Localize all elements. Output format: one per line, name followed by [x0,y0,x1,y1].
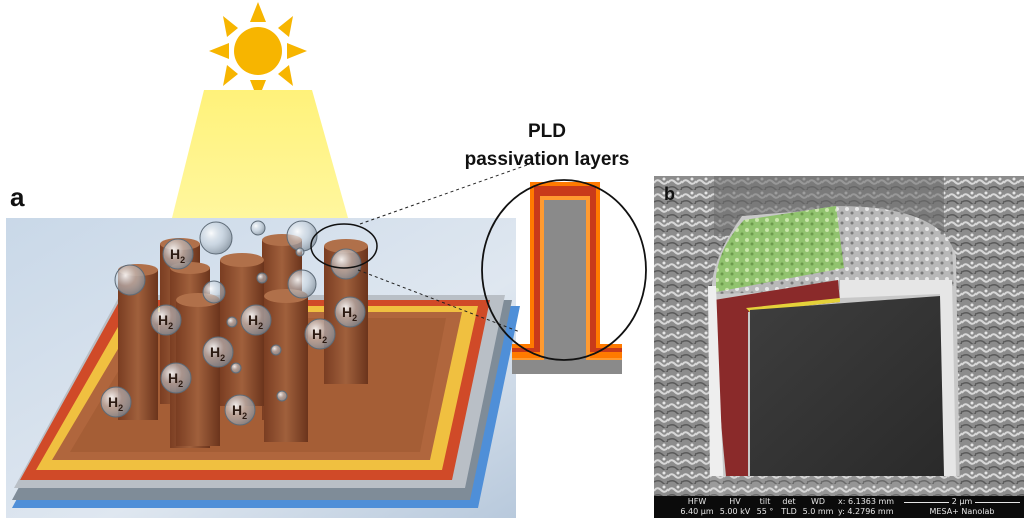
bubble [199,221,233,255]
pld-passivation-title: PLD passivation layers [452,118,642,174]
bubble [276,390,288,402]
bubble [250,220,266,236]
title-line-2: passivation layers [464,149,630,170]
bubbles [100,220,366,426]
bubble [150,304,182,336]
schematic-panel-a: H2 H2 H2 H2 H2 H2 H2 H2 H2 [6,2,647,518]
sem-image-panel-b [654,176,1024,518]
bubble [162,238,194,270]
bubble [226,316,238,328]
zoom-connector-line [359,163,531,225]
sun-icon [209,2,307,100]
bubble [202,280,226,304]
sem-red-shell [714,280,840,476]
bubble [295,247,305,257]
h2-label: H2 [248,312,263,331]
bubble [160,362,192,394]
title-line-1: PLD [528,121,566,142]
magnifier-circle [481,179,647,361]
light-beam [172,90,348,218]
h2-label: H2 [342,304,357,323]
h2-label: H2 [170,246,185,265]
h2-label: H2 [168,370,183,389]
h2-label: H2 [312,326,327,345]
panel-label-a: a [10,182,25,212]
bubble [114,264,146,296]
bubble [304,318,336,350]
h2-label: H2 [232,402,247,421]
bubble [334,296,366,328]
h2-labels: H2 H2 H2 H2 H2 H2 H2 H2 H2 [108,246,357,421]
zoom-connector-line [357,269,521,333]
bubble [240,304,272,336]
bubble [224,394,256,426]
h2-label: H2 [108,394,123,413]
panel-label-b: b [664,184,675,204]
bubble [256,272,268,284]
zoom-highlight-ellipse [310,223,378,269]
bubble [202,336,234,368]
bubble [100,386,132,418]
bubble [286,220,318,252]
passivation-cross-section [481,179,647,374]
bubble [270,344,282,356]
bubble [287,269,317,299]
sem-scale-bar: 2 µm MESA+ Nanolab [904,497,1020,517]
h2-label: H2 [158,312,173,331]
h2-label: H2 [210,344,225,363]
nanowire [264,289,308,442]
bubble [330,248,362,280]
bubble [230,362,242,374]
sem-green-highlight [716,206,844,292]
sem-core-face [750,296,944,476]
